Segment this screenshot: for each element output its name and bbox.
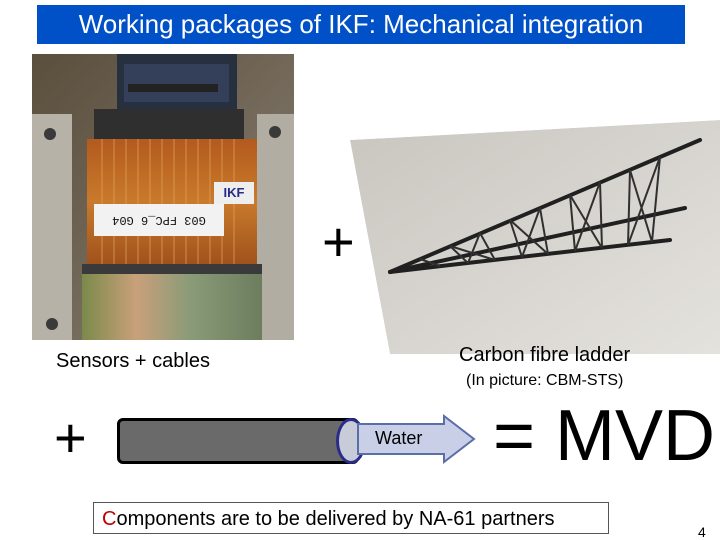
slide-title: Working packages of IKF: Mechanical inte…	[37, 5, 685, 44]
plus-sign-middle: +	[322, 210, 355, 273]
delivery-banner: Components are to be delivered by NA-61 …	[93, 502, 609, 534]
mvd-result: = MVD	[493, 396, 716, 476]
water-label: Water	[375, 428, 423, 448]
ladder-caption-note: (In picture: CBM-STS)	[466, 372, 624, 389]
board-label: IKF	[224, 185, 245, 200]
plus-sign-left: +	[54, 406, 87, 469]
banner-first-letter: C	[102, 508, 117, 530]
sensors-caption: Sensors + cables	[56, 350, 210, 372]
cooling-tube	[117, 418, 359, 464]
banner-text: omponents are to be delivered by NA-61 p…	[116, 508, 555, 530]
sensors-cables-photo: IKF G03 FPC_6 G04	[32, 54, 294, 340]
ladder-caption: Carbon fibre ladder	[459, 344, 631, 366]
strip-label: G03 FPC_6 G04	[112, 213, 206, 227]
water-arrow-icon	[357, 414, 476, 464]
carbon-fibre-ladder-photo	[350, 120, 720, 354]
page-number: 4	[698, 524, 706, 540]
